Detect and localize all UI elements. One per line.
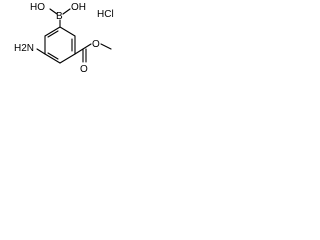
ring-bond-1 xyxy=(59,26,76,37)
carbonyl-oxygen-label: O xyxy=(80,64,88,75)
ring-bond-4 xyxy=(44,53,61,64)
amine-label: H2N xyxy=(14,43,34,54)
benzene-ring xyxy=(44,26,76,64)
c-n-bond xyxy=(36,48,46,55)
boron-label: B xyxy=(56,11,63,22)
hydroxyl-right-label: OH xyxy=(71,2,86,13)
b-oh-right-bond xyxy=(62,8,71,15)
ring-bond-6 xyxy=(44,26,61,37)
o-methyl-bond xyxy=(100,43,112,50)
ester-oxygen-label: O xyxy=(92,39,100,50)
ring-double-bond-3 xyxy=(47,30,59,38)
c-o-ester-bond xyxy=(82,43,92,50)
chemical-structure: HO B OH HCl H2N O O xyxy=(14,2,114,75)
ring-carbonyl-bond xyxy=(74,48,84,55)
ring-double-bond-2 xyxy=(47,52,59,60)
hydroxyl-left-label: HO xyxy=(30,2,45,13)
b-oh-left-bond xyxy=(49,8,58,15)
hcl-label: HCl xyxy=(97,9,114,20)
ring-bond-3 xyxy=(59,53,76,64)
